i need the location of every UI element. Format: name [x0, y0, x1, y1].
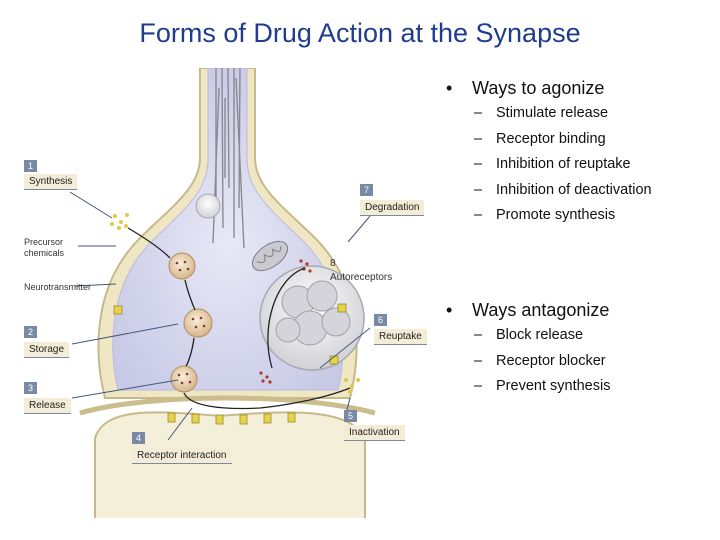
reuptake-label: Reuptake: [374, 329, 427, 345]
receptor-interaction-label: Receptor interaction: [132, 448, 232, 464]
agonize-heading: Ways to agonize: [438, 75, 652, 101]
antagonize-heading: Ways antagonize: [438, 297, 610, 323]
synthesis-label: Synthesis: [24, 174, 78, 190]
agonize-item: Stimulate release: [438, 101, 652, 127]
degradation-label: Degradation: [360, 200, 425, 216]
agonize-item: Inhibition of deactivation: [438, 178, 652, 204]
release-label: Release: [24, 398, 71, 414]
antagonize-item: Prevent synthesis: [438, 374, 610, 400]
agonize-list: Ways to agonize Stimulate release Recept…: [438, 75, 652, 229]
precursor-label: Precursor chemicals: [24, 237, 65, 258]
storage-number: 2: [24, 326, 38, 338]
agonize-item: Inhibition of reuptake: [438, 152, 652, 178]
degradation-number: 7: [360, 184, 374, 196]
receptor-interaction-number: 4: [132, 432, 146, 444]
inactivation-label: Inactivation: [344, 425, 405, 441]
synthesis-number: 1: [24, 160, 38, 172]
antagonize-list: Ways antagonize Block release Receptor b…: [438, 297, 610, 400]
slide-title: Forms of Drug Action at the Synapse: [139, 18, 581, 48]
agonize-item: Receptor binding: [438, 127, 652, 153]
synapse-illustration: [69, 67, 376, 518]
neurotransmitter-label: Neurotransmitter: [24, 282, 92, 292]
reuptake-number: 6: [374, 314, 388, 326]
synapse-diagram: 1 Synthesis Precursor chemicals Neurotra…: [20, 67, 440, 518]
release-number: 3: [24, 382, 38, 394]
inactivation-number: 5: [344, 410, 358, 422]
antagonize-item: Receptor blocker: [438, 349, 610, 375]
autoreceptors-number: 8: [330, 258, 336, 269]
storage-label: Storage: [24, 342, 70, 358]
antagonize-item: Block release: [438, 323, 610, 349]
autoreceptors-label: Autoreceptors: [330, 272, 393, 283]
agonize-item: Promote synthesis: [438, 203, 652, 229]
